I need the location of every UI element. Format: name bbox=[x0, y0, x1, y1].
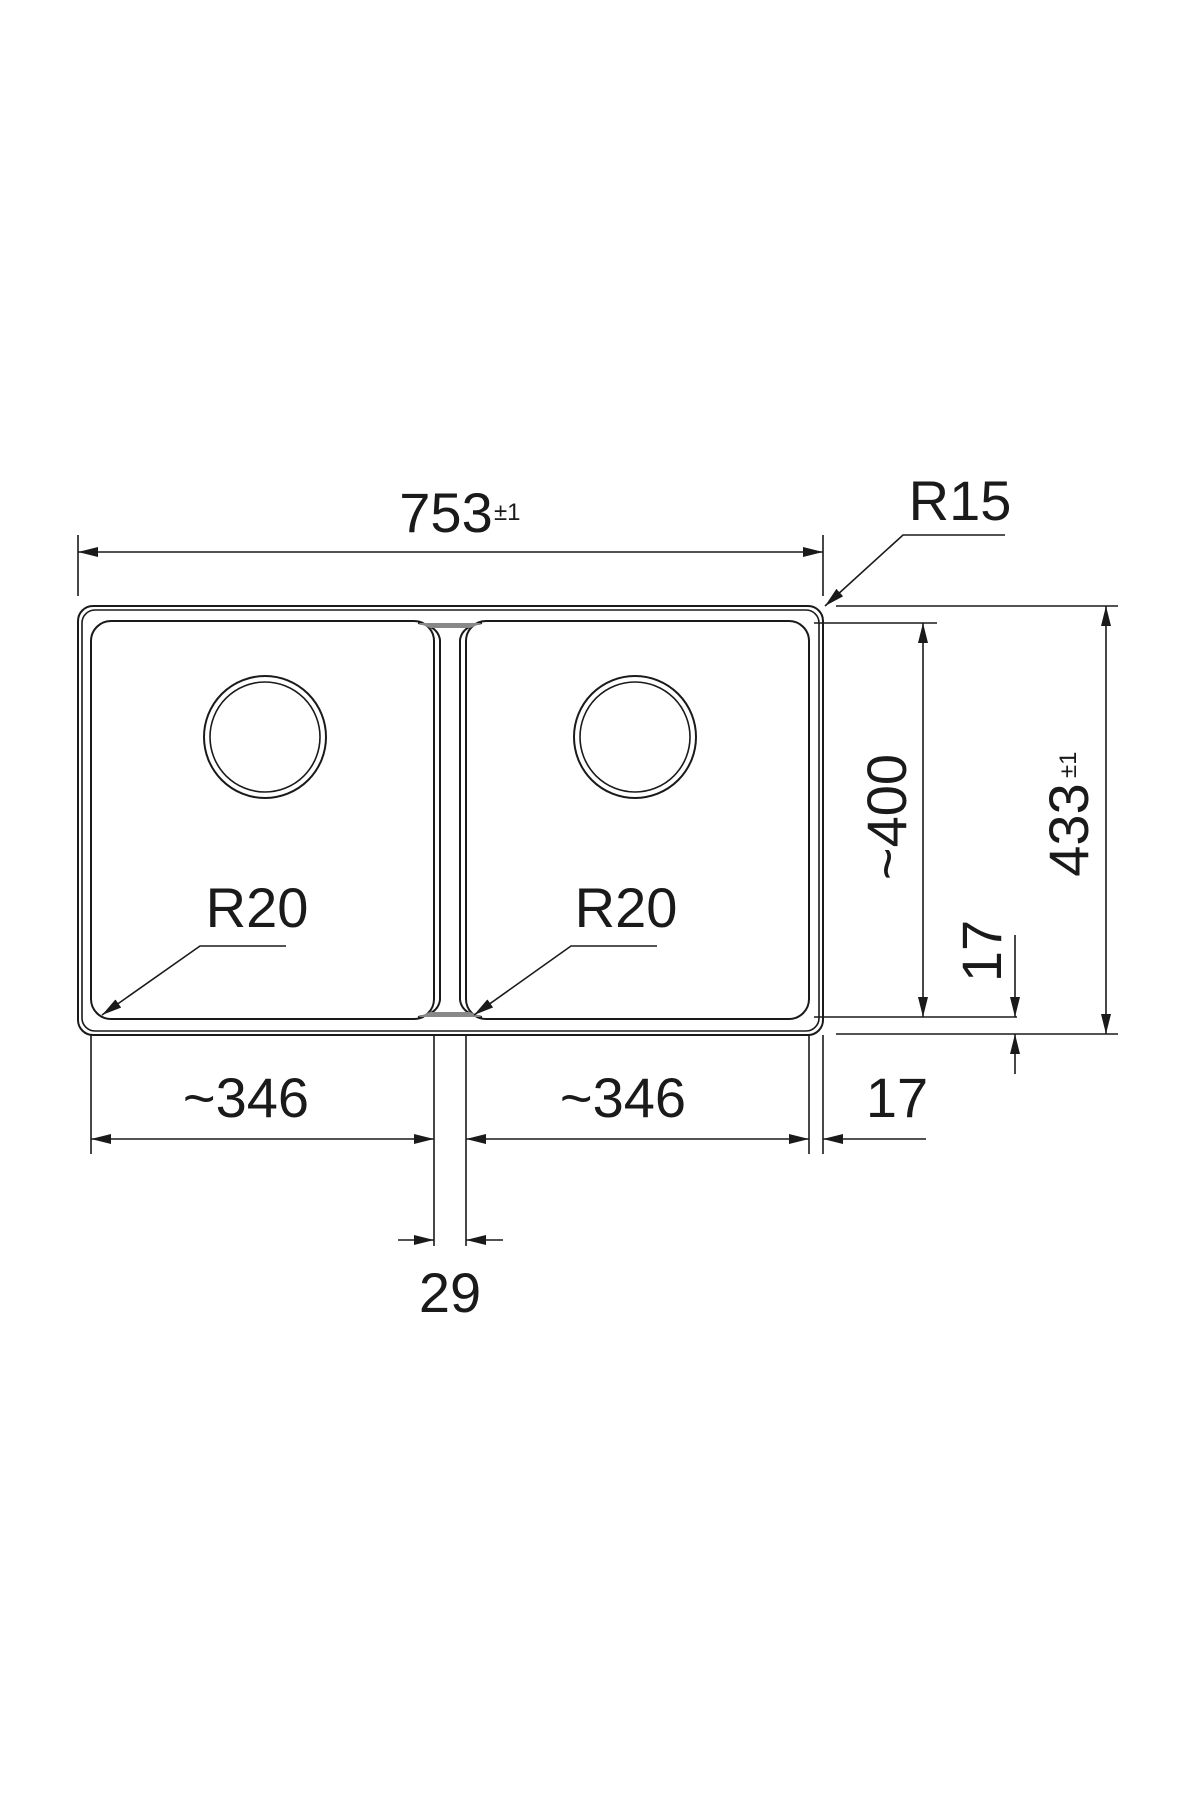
divider-width-label: 29 bbox=[419, 1261, 481, 1324]
left-bowl-width-label: ~346 bbox=[183, 1066, 309, 1129]
sink-outer-rim-inner bbox=[81, 609, 820, 1032]
left-bowl bbox=[90, 620, 435, 1020]
sink-outer-rim bbox=[77, 605, 824, 1036]
right-bowl-width-dimension: ~346 bbox=[466, 1066, 809, 1144]
divider-width-dimension: 29 bbox=[398, 1235, 503, 1324]
overall-depth-tolerance: ±1 bbox=[1055, 751, 1082, 778]
overall-width-label: 753 bbox=[399, 481, 492, 544]
outer-radius-callout: R15 bbox=[824, 469, 1012, 607]
bowl-divider bbox=[417, 622, 483, 1018]
right-bowl bbox=[465, 620, 810, 1020]
overall-depth-dimension: 433 ±1 bbox=[836, 605, 1118, 1035]
right-drain bbox=[573, 675, 697, 799]
left-bowl-width-dimension: ~346 bbox=[91, 1066, 434, 1144]
side-rim-label: 17 bbox=[866, 1066, 928, 1129]
side-rim-dimension: 17 bbox=[823, 1066, 928, 1144]
bottom-rim-dimension: 17 bbox=[950, 920, 1020, 1074]
outer-radius-label: R15 bbox=[909, 469, 1012, 532]
bottom-rim-label: 17 bbox=[950, 920, 1013, 982]
bowl-depth-dimension: ~400 bbox=[814, 622, 1017, 1018]
bowl-depth-label: ~400 bbox=[855, 754, 918, 880]
overall-width-dimension: 753 ±1 bbox=[77, 481, 824, 596]
right-bowl-width-label: ~346 bbox=[560, 1066, 686, 1129]
overall-width-tolerance: ±1 bbox=[494, 499, 521, 526]
right-bowl-radius-label: R20 bbox=[575, 876, 678, 939]
overall-depth-label: 433 bbox=[1037, 783, 1100, 876]
left-bowl-radius-label: R20 bbox=[206, 876, 309, 939]
right-bowl-radius-callout: R20 bbox=[473, 876, 678, 1016]
left-drain bbox=[203, 675, 327, 799]
left-bowl-radius-callout: R20 bbox=[101, 876, 309, 1016]
